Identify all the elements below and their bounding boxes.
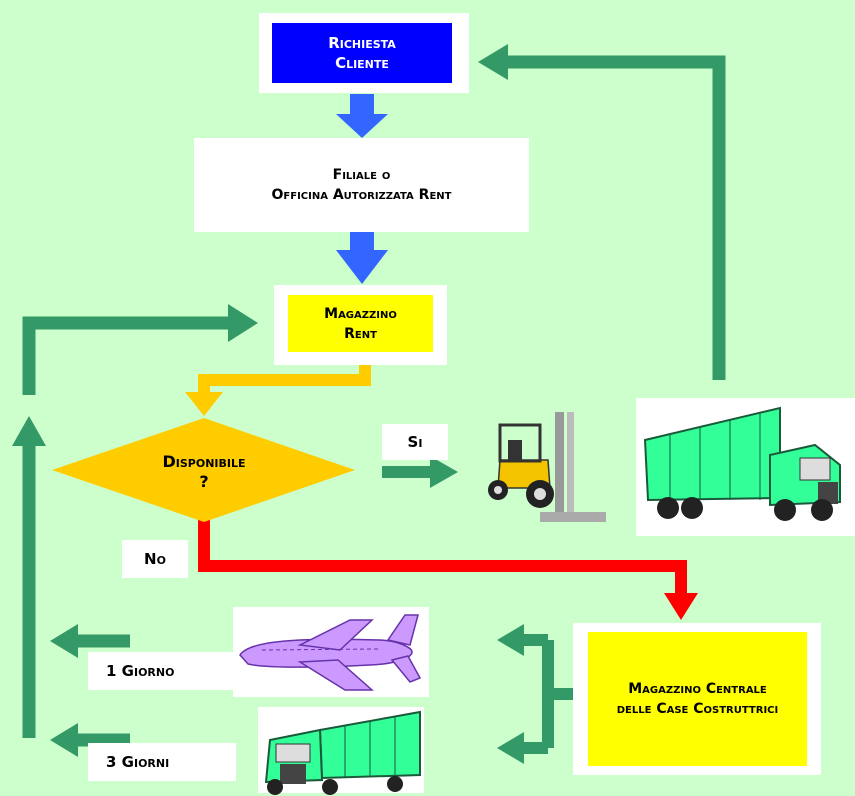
richiesta-cliente-node: Richiesta Cliente xyxy=(272,23,452,83)
truck-icon-bottom xyxy=(264,710,421,795)
arrow-3-giorni xyxy=(50,723,130,757)
magazzino-centrale-node: Magazzino Centrale delle Case Costruttri… xyxy=(588,632,807,766)
arrow-centrale-split xyxy=(497,624,575,764)
arrow-rent-to-disponibile xyxy=(185,350,371,416)
richiesta-line1: Richiesta xyxy=(328,34,396,52)
richiesta-line2: Cliente xyxy=(335,54,389,72)
forklift-frame xyxy=(476,404,616,530)
disponibile-label: Disponibile ? xyxy=(104,450,304,494)
arrow-return-to-magazzino xyxy=(12,304,258,738)
arrow-richiesta-to-filiale xyxy=(336,94,388,138)
truck-icon xyxy=(643,406,841,521)
label-1-giorno: 1 Giorno xyxy=(88,652,234,690)
magazzino-rent-node: Magazzino Rent xyxy=(288,295,433,352)
arrow-si xyxy=(382,456,458,488)
arrow-truck-to-richiesta xyxy=(478,44,726,380)
label-no: No xyxy=(122,540,188,578)
label-3-giorni: 3 Giorni xyxy=(88,743,236,781)
magazzino-rent-line2: Rent xyxy=(344,325,377,342)
centrale-line1: Magazzino Centrale xyxy=(628,681,767,697)
forklift-icon xyxy=(488,412,606,522)
centrale-line2: delle Case Costruttrici xyxy=(616,701,779,717)
arrow-1-giorno xyxy=(50,624,130,658)
disponibile-diamond xyxy=(52,418,355,522)
disponibile-line1: Disponibile xyxy=(162,452,246,471)
arrow-filiale-to-magazzino xyxy=(336,230,388,284)
airplane-icon xyxy=(239,614,422,691)
filiale-line2: Officina Autorizzata Rent xyxy=(271,187,452,203)
filiale-node: Filiale o Officina Autorizzata Rent xyxy=(194,138,529,232)
arrow-no xyxy=(198,520,698,620)
label-si: Si xyxy=(382,424,448,460)
magazzino-rent-line1: Magazzino xyxy=(324,305,397,322)
filiale-line1: Filiale o xyxy=(332,167,391,183)
disponibile-line2: ? xyxy=(199,472,209,491)
